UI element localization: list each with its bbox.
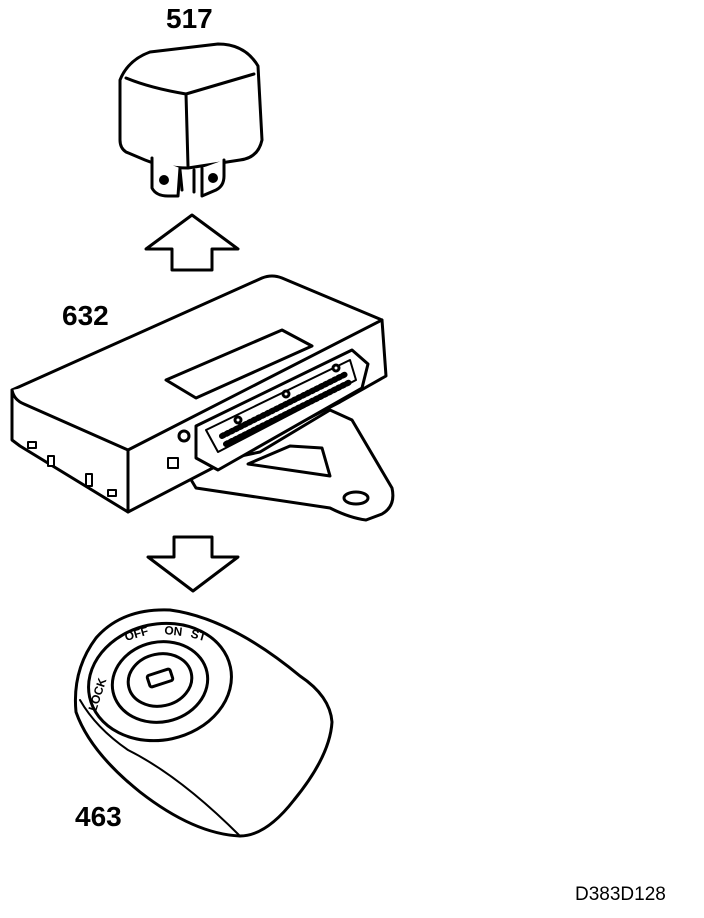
module-screw bbox=[177, 429, 191, 443]
module-notch-5 bbox=[167, 457, 179, 469]
connector-pins bbox=[219, 371, 353, 447]
ignition-switch-label: 463 bbox=[75, 801, 122, 832]
relay-terminal-center bbox=[178, 168, 196, 194]
module-notch-1 bbox=[27, 441, 37, 449]
control-module-632 bbox=[10, 274, 395, 522]
module-label-plate bbox=[164, 328, 314, 400]
bracket-slot bbox=[342, 490, 370, 506]
relay-terminal-hole-right bbox=[208, 173, 218, 183]
switch-position-off: OFF bbox=[123, 624, 150, 644]
drawing-code: D383D128 bbox=[575, 884, 666, 905]
relay-label: 517 bbox=[166, 3, 213, 34]
switch-position-on: ON bbox=[164, 623, 183, 639]
arrow-up-icon bbox=[144, 213, 240, 272]
ignition-switch-463 bbox=[73, 608, 334, 838]
relay-body bbox=[118, 42, 264, 170]
module-notch-2 bbox=[47, 455, 55, 467]
module-notch-3 bbox=[85, 473, 93, 487]
connector-screw-2 bbox=[281, 389, 291, 399]
module-notch-4 bbox=[107, 489, 117, 497]
arrow-down-icon bbox=[146, 535, 240, 593]
switch-position-start: ST bbox=[189, 626, 208, 644]
connector-screw-3 bbox=[331, 363, 341, 373]
key-slot bbox=[145, 667, 175, 689]
relay-517 bbox=[118, 42, 264, 198]
relay-corner-edge bbox=[184, 92, 190, 168]
relay-terminal-hole-left bbox=[159, 175, 169, 185]
bracket-cutout bbox=[246, 444, 332, 478]
control-module-label: 632 bbox=[62, 300, 109, 331]
connector-screw-1 bbox=[233, 415, 243, 425]
